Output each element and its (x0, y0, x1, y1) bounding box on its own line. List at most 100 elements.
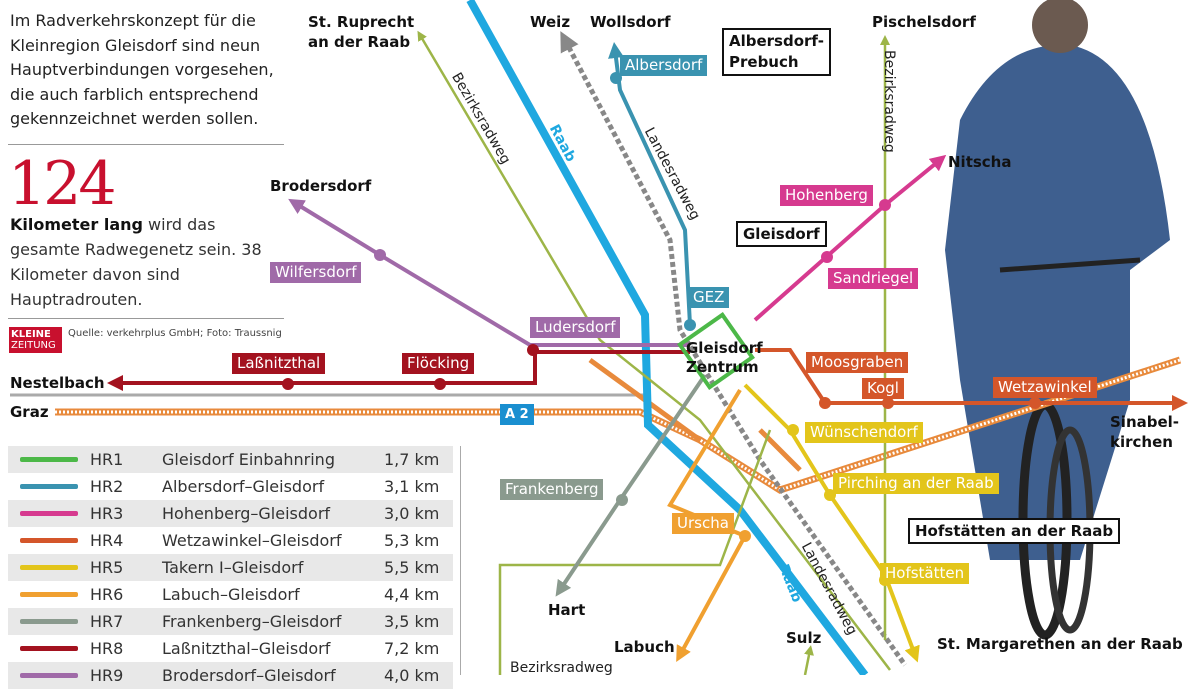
route-code: HR4 (90, 531, 124, 550)
place-st-margarethen: St. Margarethen an der Raab (937, 635, 1183, 653)
stop-frankenberg: Frankenberg (500, 479, 604, 500)
place-sulz: Sulz (786, 629, 822, 647)
route-length: 5,5 km (384, 558, 440, 577)
stop-wetzawinkel: Wetzawinkel (993, 377, 1097, 398)
landesradweg (560, 31, 908, 667)
route-legend: HR1 Gleisdorf Einbahnring 1,7 km HR2 Albersd… (8, 446, 453, 689)
route-length: 5,3 km (384, 531, 440, 550)
legend-row: HR6 Labuch–Gleisdorf 4,4 km (8, 581, 453, 608)
place-labuch: Labuch (614, 638, 675, 656)
raab-river (466, 0, 869, 675)
route-length: 4,4 km (384, 585, 440, 604)
route-color-swatch (20, 646, 78, 651)
source-credit: Quelle: verkehrplus GmbH; Foto: Traussni… (68, 328, 282, 339)
stat-rest: wird das gesamte Radwegenetz sein. 38 Ki… (10, 215, 262, 309)
route-length: 3,1 km (384, 477, 440, 496)
legend-row: HR2 Albersdorf–Gleisdorf 3,1 km (8, 473, 453, 500)
stop-sandriegel: Sandriegel (828, 268, 919, 289)
route-code: HR6 (90, 585, 124, 604)
route-code: HR2 (90, 477, 124, 496)
place-pischelsdorf: Pischelsdorf (872, 13, 976, 31)
route-hr8 (107, 350, 690, 391)
divider (8, 144, 284, 145)
stop-wilfersdorf: Wilfersdorf (270, 262, 362, 283)
stop-kogl: Kogl (862, 378, 904, 399)
legend-row: HR1 Gleisdorf Einbahnring 1,7 km (8, 446, 453, 473)
place-graz: Graz (10, 403, 49, 421)
place-brodersdorf: Brodersdorf (270, 177, 372, 195)
place-hart: Hart (548, 601, 586, 619)
route-name: Brodersdorf–Gleisdorf (162, 666, 336, 685)
stop-hohenberg: Hohenberg (780, 185, 873, 206)
route-name: Takern I–Gleisdorf (162, 558, 304, 577)
route-code: HR7 (90, 612, 124, 631)
route-color-swatch (20, 619, 78, 624)
route-code: HR9 (90, 666, 124, 685)
stop-moosgraben: Moosgraben (806, 352, 909, 373)
stop-pirching: Pirching an der Raab (833, 473, 999, 494)
legend-row: HR3 Hohenberg–Gleisdorf 3,0 km (8, 500, 453, 527)
divider (460, 446, 461, 675)
route-code: HR3 (90, 504, 124, 523)
route-length: 7,2 km (384, 639, 440, 658)
route-name: Wetzawinkel–Gleisdorf (162, 531, 342, 550)
stop-dots (282, 72, 1041, 586)
route-hr4 (755, 348, 1188, 411)
route-map (10, 0, 1188, 675)
intro-text: Im Radverkehrskonzept für die Kleinregio… (10, 11, 274, 128)
route-color-swatch (20, 538, 78, 543)
stop-urscha: Urscha (672, 513, 734, 534)
stat-bold: Kilometer lang (10, 215, 143, 234)
route-code: HR8 (90, 639, 124, 658)
divider (8, 318, 284, 319)
route-hr1 (677, 312, 755, 390)
stat-text: Kilometer lang wird das gesamte Radwegen… (10, 212, 290, 312)
route-color-swatch (20, 484, 78, 489)
route-color-swatch (20, 673, 78, 678)
route-color-swatch (20, 565, 78, 570)
bezirksradweg (417, 30, 891, 671)
route-name: Labuch–Gleisdorf (162, 585, 300, 604)
label-a2: A 2 (500, 404, 534, 425)
route-code: HR5 (90, 558, 124, 577)
cyclist-photo (945, 0, 1170, 640)
stop-floecking: Flöcking (402, 353, 475, 374)
route-hr2 (608, 42, 692, 326)
place-wollsdorf: Wollsdorf (590, 13, 671, 31)
stop-lassnitzthal: Laßnitzthal (232, 353, 326, 374)
route-hr9 (288, 198, 690, 347)
stop-ludersdorf: Ludersdorf (530, 317, 621, 338)
route-name: Laßnitzthal–Gleisdorf (162, 639, 331, 658)
route-length: 3,5 km (384, 612, 440, 631)
place-gleisdorf: Gleisdorf (736, 221, 827, 247)
label-bezirksradweg-2: Bezirksradweg (881, 50, 897, 153)
place-sinabelkirchen: Sinabel-kirchen (1110, 413, 1180, 451)
route-code: HR1 (90, 450, 124, 469)
total-km-number: 124 (8, 149, 117, 219)
route-name: Albersdorf–Gleisdorf (162, 477, 325, 496)
route-color-swatch (20, 457, 78, 462)
legend-row: HR8 Laßnitzthal–Gleisdorf 7,2 km (8, 635, 453, 662)
route-length: 1,7 km (384, 450, 440, 469)
route-color-swatch (20, 592, 78, 597)
route-color-swatch (20, 511, 78, 516)
place-weiz: Weiz (530, 13, 571, 31)
route-length: 3,0 km (384, 504, 440, 523)
legend-row: HR4 Wetzawinkel–Gleisdorf 5,3 km (8, 527, 453, 554)
route-name: Hohenberg–Gleisdorf (162, 504, 331, 523)
stop-wuenschendorf: Wünschendorf (805, 422, 923, 443)
place-nestelbach: Nestelbach (10, 374, 105, 392)
place-albersdorf-prebuch: Albersdorf-Prebuch (722, 28, 831, 76)
route-name: Gleisdorf Einbahnring (162, 450, 335, 469)
legend-row: HR9 Brodersdorf–Gleisdorf 4,0 km (8, 662, 453, 689)
stop-albersdorf: Albersdorf (620, 55, 708, 76)
label-bezirksradweg-3: Bezirksradweg (510, 660, 613, 676)
place-nitscha: Nitscha (948, 153, 1012, 171)
place-hofstaetten-an-der-raab: Hofstätten an der Raab (908, 518, 1121, 544)
route-length: 4,0 km (384, 666, 440, 685)
legend-row: HR5 Takern I–Gleisdorf 5,5 km (8, 554, 453, 581)
stop-hofstaetten: Hofstätten (880, 563, 970, 584)
